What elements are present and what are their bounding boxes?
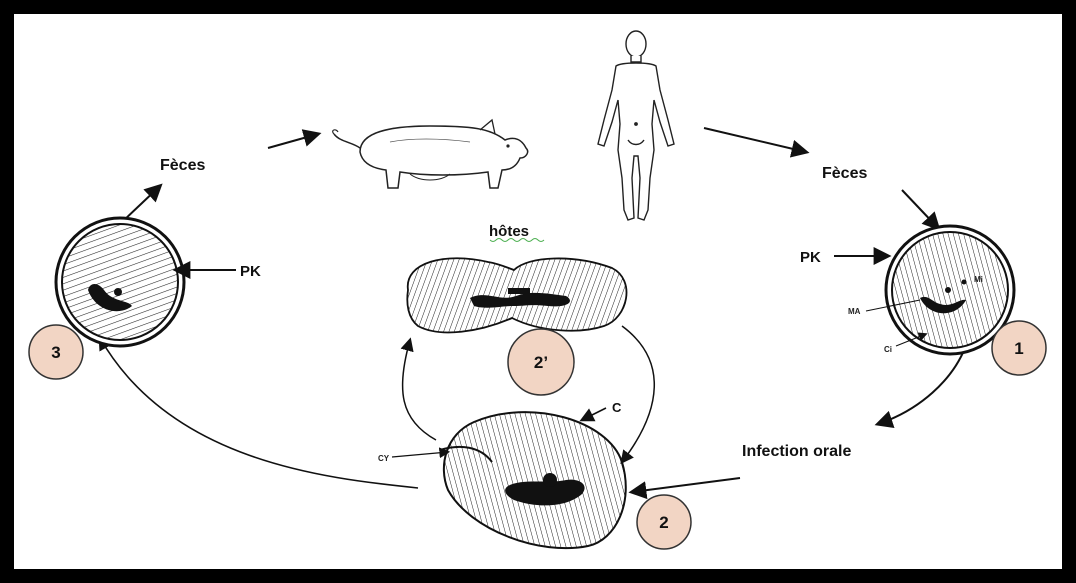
feces-right-label: Fèces [822,165,867,182]
stage-badge-1: 1 [992,321,1046,375]
c-label: C [612,400,622,415]
arrow-cyst-to-feces [122,186,160,222]
arrow-feces-to-cyst [902,190,938,228]
arrow-division-down [622,326,654,462]
pk-left-label: PK [240,263,261,280]
ma-label: MA [848,307,861,316]
dividing-trophozoite-illustration [407,258,626,332]
human-figure-illustration [598,31,674,220]
trophozoite-illustration [440,412,626,548]
arrow-infection-to-trophozoite [632,478,740,492]
stage-badge-2: 2 [637,495,691,549]
pk-right-label: PK [800,249,821,266]
stage-badge-2-prime: 2’ [508,329,574,395]
cy-pointer [392,452,448,457]
arrow-c [582,408,606,420]
infection-orale-label: Infection orale [742,443,851,460]
cyst-left [56,218,184,346]
svg-text:3: 3 [51,343,60,362]
arrow-to-pig [268,134,318,148]
arrow-trophozoite-to-cyst [100,338,418,488]
arrow-cyst-to-infection [878,348,965,424]
feces-left-label: Fèces [160,157,205,174]
mi-label: Mi [974,275,983,284]
arrow-human-to-feces [704,128,806,152]
arrow-division-up [403,340,436,440]
svg-text:2: 2 [659,513,668,532]
hosts-label: hôtes [489,223,529,240]
stage-badge-3: 3 [29,325,83,379]
pig-illustration [333,120,528,188]
svg-text:2’: 2’ [534,353,548,372]
cy-label: CY [378,454,390,463]
svg-text:1: 1 [1014,339,1023,358]
ci-label: Ci [884,345,892,354]
